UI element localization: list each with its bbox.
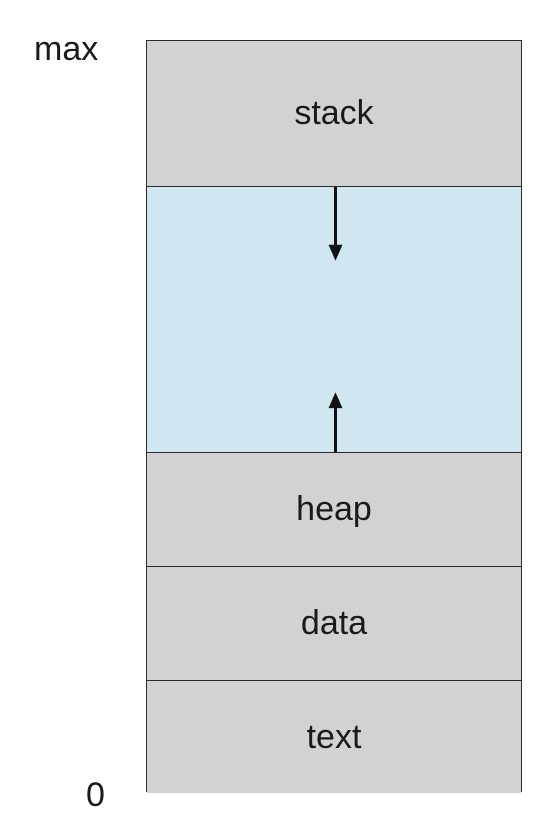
free-space-segment <box>147 186 521 452</box>
heap-segment: heap <box>147 452 521 566</box>
memory-layout: stack heap data text <box>146 40 522 793</box>
heap-growth-arrow-up-icon <box>328 392 343 452</box>
stack-segment: stack <box>147 41 521 186</box>
text-segment: text <box>147 680 521 793</box>
stack-label: stack <box>294 94 374 132</box>
address-max-label: max <box>34 30 99 68</box>
data-segment: data <box>147 566 521 680</box>
text-label: text <box>306 717 362 756</box>
data-label: data <box>300 604 368 642</box>
growth-arrows <box>328 187 343 452</box>
stack-growth-arrow-down-icon <box>328 187 343 261</box>
address-zero-label: 0 <box>86 776 105 814</box>
heap-label: heap <box>296 490 372 528</box>
